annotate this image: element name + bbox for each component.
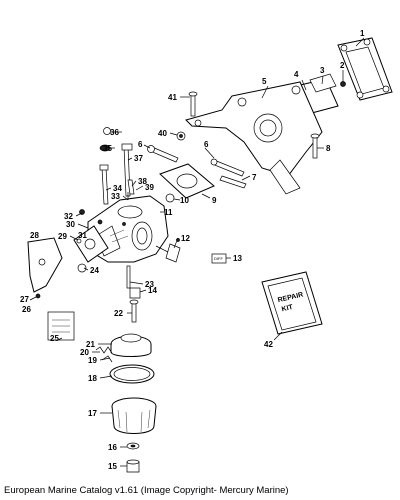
svg-text:DIFF: DIFF (214, 256, 223, 261)
callout-7: 7 (252, 173, 257, 182)
repair-kit-box: REPAIR KIT (261, 271, 323, 335)
callout-11: 11 (164, 208, 173, 217)
callout-24: 24 (90, 266, 99, 275)
part-needles-34-39 (99, 143, 135, 205)
callout-4: 4 (294, 70, 299, 79)
callout-1: 1 (360, 29, 365, 38)
callout-30: 30 (66, 220, 75, 229)
part-needle-23 (126, 265, 131, 289)
part-bowl-17 (111, 397, 157, 434)
callout-12: 12 (181, 234, 190, 243)
repair-kit-label-line2: KIT (281, 304, 294, 314)
part-ring-18 (109, 364, 155, 384)
callout-41: 41 (168, 93, 177, 102)
part-plate-29-30 (73, 225, 109, 263)
part-pin-22 (129, 299, 139, 323)
part-nut-24 (77, 263, 87, 273)
part-screw-2 (340, 81, 346, 87)
callout-28: 28 (30, 231, 39, 240)
part-plug-15 (126, 459, 140, 473)
part-decal-13: DIFF (211, 253, 227, 264)
callout-numbers: 1 2 3 4 5 6 6 7 8 9 10 11 12 13 14 15 16… (20, 29, 365, 471)
callout-10: 10 (180, 196, 189, 205)
callout-22: 22 (114, 309, 123, 318)
callout-9: 9 (212, 196, 217, 205)
callout-17: 17 (88, 409, 97, 418)
callout-29: 29 (58, 232, 67, 241)
callout-8: 8 (326, 144, 331, 153)
callout-32: 32 (64, 212, 73, 221)
callout-19: 19 (88, 356, 97, 365)
callout-23: 23 (145, 280, 154, 289)
callout-25: 25 (50, 334, 59, 343)
part-jet-14 (129, 287, 141, 299)
callout-35: 35 (103, 144, 112, 153)
callout-39: 39 (145, 183, 154, 192)
part-bracket-5 (185, 81, 323, 195)
callout-20: 20 (80, 348, 89, 357)
callout-14: 14 (148, 286, 157, 295)
exploded-parts-diagram: DIFF (20, 29, 393, 473)
part-screw-6-left (147, 145, 179, 163)
part-bracket-28 (27, 237, 63, 293)
callout-21: 21 (86, 340, 95, 349)
leader-lines (57, 37, 365, 467)
part-washers-35-36 (99, 127, 111, 152)
callout-13: 13 (233, 254, 242, 263)
part-stud-6-7 (210, 158, 247, 189)
part-screw-26-27 (29, 293, 41, 301)
callout-6-right: 6 (204, 140, 209, 149)
callout-5: 5 (262, 77, 267, 86)
callout-18: 18 (88, 374, 97, 383)
callout-37: 37 (134, 154, 143, 163)
part-label-25 (47, 311, 75, 341)
image-caption: European Marine Catalog v1.61 (Image Cop… (4, 485, 289, 496)
part-screw-8 (310, 133, 320, 159)
part-gasket-9 (159, 163, 215, 199)
part-nut-40 (176, 131, 186, 141)
callout-42: 42 (264, 340, 273, 349)
callout-15: 15 (108, 462, 117, 471)
callout-3: 3 (320, 66, 325, 75)
callout-16: 16 (108, 443, 117, 452)
part-spring-19-20 (95, 346, 113, 363)
part-gasket-1 (337, 37, 393, 101)
part-screw-41 (188, 91, 198, 117)
callout-26: 26 (22, 305, 31, 314)
callout-36: 36 (110, 128, 119, 137)
callout-38: 38 (138, 177, 147, 186)
callout-2: 2 (340, 61, 345, 70)
callout-40: 40 (158, 129, 167, 138)
part-float-21 (110, 333, 152, 357)
callout-33: 33 (111, 192, 120, 201)
callout-6-left: 6 (138, 140, 143, 149)
callout-27: 27 (20, 295, 29, 304)
callout-31: 31 (78, 231, 87, 240)
part-gasket-16 (126, 442, 140, 450)
callout-34: 34 (113, 184, 122, 193)
